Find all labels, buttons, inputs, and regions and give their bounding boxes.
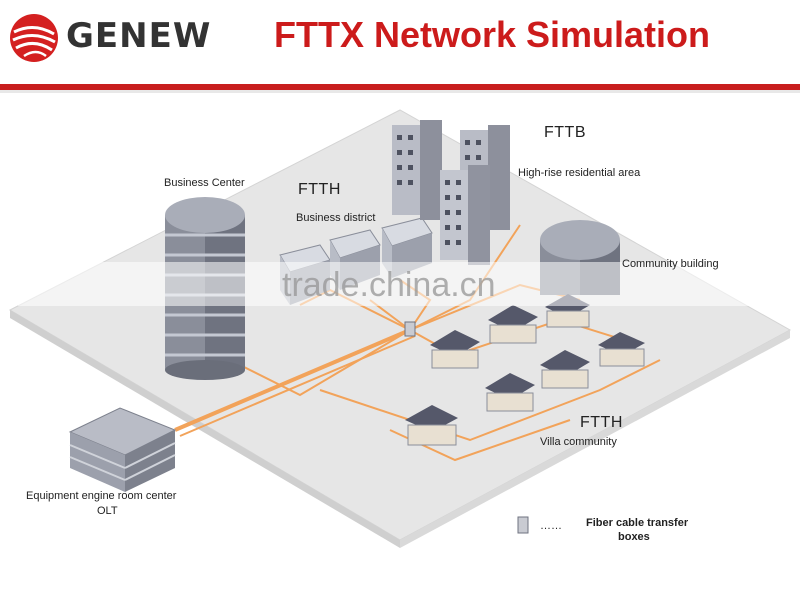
label-olt-line1: Equipment engine room center: [26, 490, 177, 502]
label-community-building: Community building: [622, 258, 719, 270]
legend-label-line2: boxes: [618, 531, 650, 543]
label-ftth-villa: FTTH: [580, 414, 623, 431]
villa: [430, 330, 480, 369]
legend-box-icon: [517, 516, 529, 534]
fiber-business-center: [229, 329, 411, 397]
fiber-villa-row2: [319, 359, 661, 442]
ground-edge-right: [400, 330, 790, 548]
trunk-fiber-2: [179, 335, 416, 437]
villa: [485, 373, 535, 412]
legend-label-line1: Fiber cable transfer: [586, 517, 689, 529]
page-title: FTTX Network Simulation: [274, 14, 711, 55]
watermark-band: [18, 262, 778, 306]
ground-edge: [10, 310, 400, 548]
header-bar: GENEW FTTX Network Simulation: [0, 0, 800, 84]
villa: [488, 305, 538, 344]
label-olt-line2: OLT: [97, 505, 118, 517]
villa: [540, 350, 590, 389]
high-rise-towers: [392, 120, 510, 265]
olt-building: [68, 407, 177, 492]
legend-dots: ……: [540, 520, 562, 532]
logo-text: GENEW: [66, 16, 212, 56]
fiber-transfer-box: [404, 321, 416, 337]
villas: [405, 294, 645, 446]
label-business-center: Business Center: [164, 177, 245, 189]
villa: [405, 405, 458, 446]
label-business-district: Business district: [296, 212, 376, 224]
label-high-rise: High-rise residential area: [518, 167, 641, 179]
header-divider-shadow: [0, 90, 800, 93]
genew-logo: GENEW: [8, 12, 218, 66]
header-divider: [0, 84, 800, 90]
villa: [598, 332, 645, 367]
label-fttb: FTTB: [544, 124, 586, 141]
logo-globe-icon: [10, 14, 58, 62]
watermark-text: trade.china.cn: [282, 266, 496, 304]
label-ftth-business: FTTH: [298, 181, 341, 198]
trunk-fiber: [174, 328, 411, 432]
label-villa-community: Villa community: [540, 436, 617, 448]
